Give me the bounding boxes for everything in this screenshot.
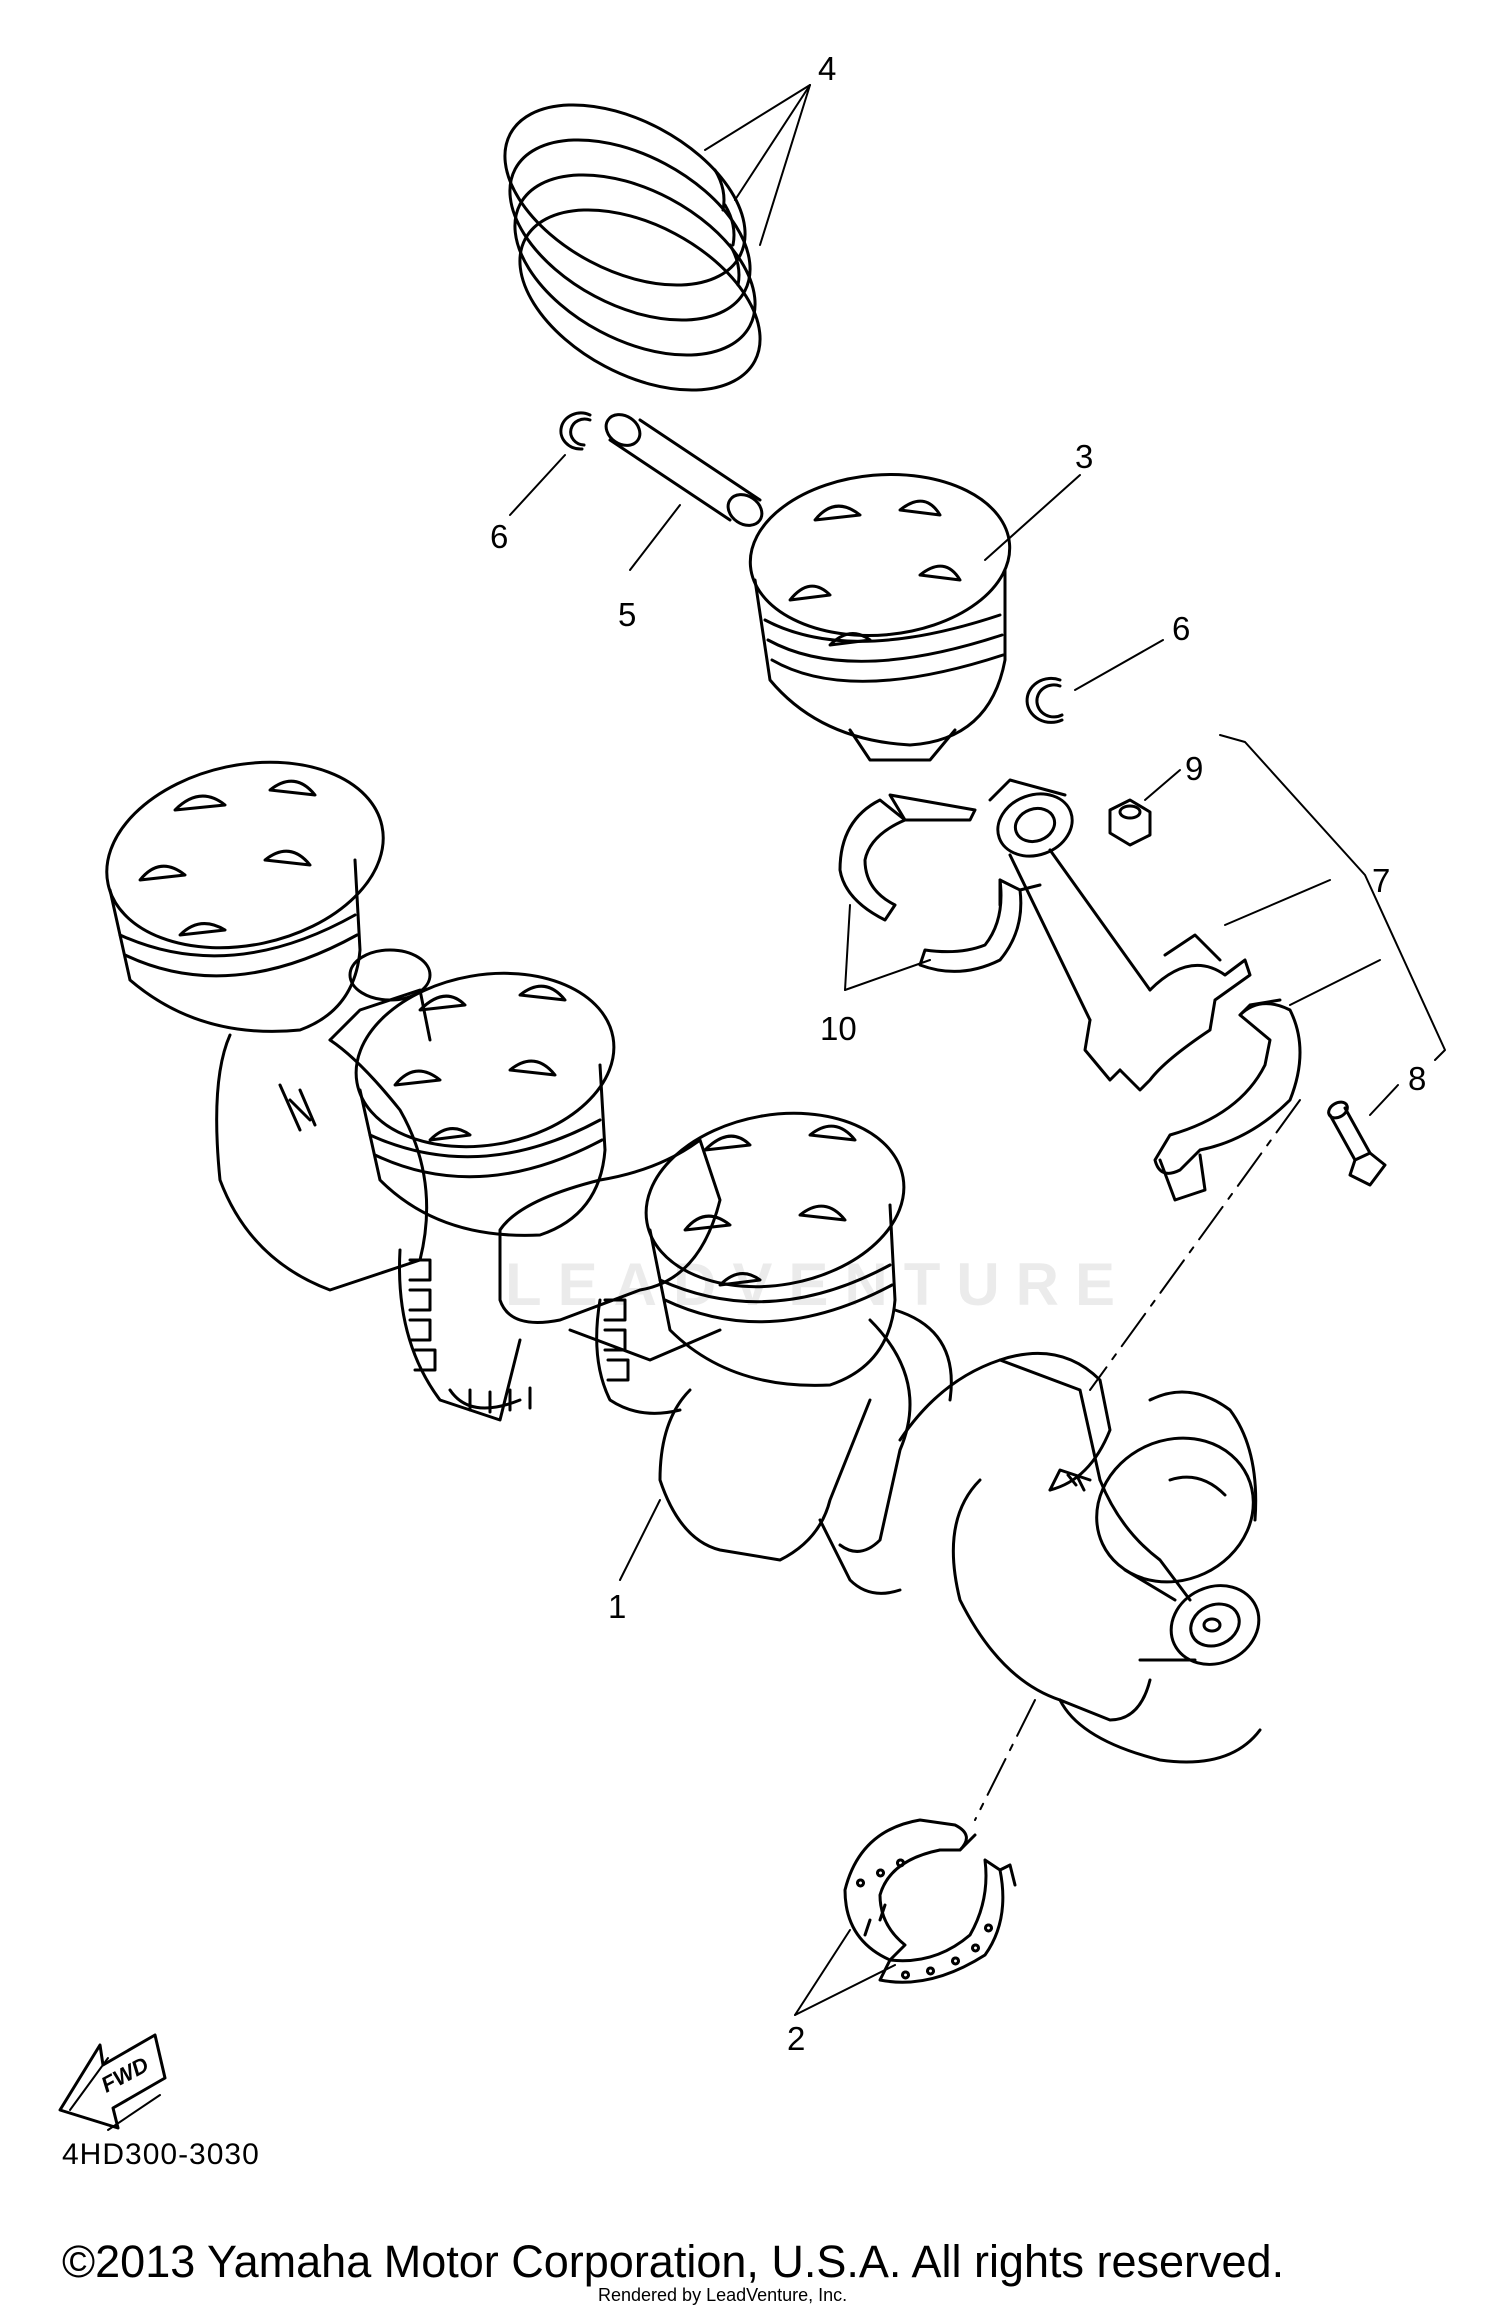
rod-nut-illustration: [1108, 798, 1152, 847]
crankshaft-assembly-illustration: [105, 760, 1262, 1764]
rendered-by-notice: Rendered by LeadVenture, Inc.: [598, 2285, 848, 2305]
connecting-rod-illustration: [988, 778, 1302, 1202]
callout-6-upper: 6: [490, 518, 509, 555]
circlip-upper-illustration: [559, 411, 592, 451]
callout-2: 2: [787, 2020, 806, 2057]
callout-7: 7: [1372, 862, 1391, 899]
callout-6-lower: 6: [1172, 610, 1191, 647]
fwd-arrow-icon: [58, 2033, 167, 2131]
watermark-text: LEADVENTURE: [505, 1251, 1132, 1318]
callout-1: 1: [608, 1588, 627, 1625]
big-end-bearings-illustration: [838, 793, 1042, 973]
callout-9: 9: [1185, 750, 1204, 787]
callout-3: 3: [1075, 438, 1094, 475]
callout-4: 4: [818, 50, 837, 87]
rod-bolt-illustration: [1327, 1100, 1387, 1187]
copyright-notice: ©2013 Yamaha Motor Corporation, U.S.A. A…: [62, 2236, 1285, 2287]
circlip-lower-illustration: [1025, 676, 1064, 724]
piston-pin-illustration: [604, 413, 764, 527]
callout-8: 8: [1408, 1060, 1427, 1097]
piston-rings-illustration: [503, 103, 762, 392]
main-bearings-illustration: [843, 1818, 1017, 1984]
leader-lines: [509, 84, 1446, 2016]
callout-10: 10: [820, 1010, 857, 1047]
part-code: 4HD300-3030: [62, 2138, 260, 2171]
callout-5: 5: [618, 596, 637, 633]
piston-single-illustration: [748, 473, 1012, 762]
